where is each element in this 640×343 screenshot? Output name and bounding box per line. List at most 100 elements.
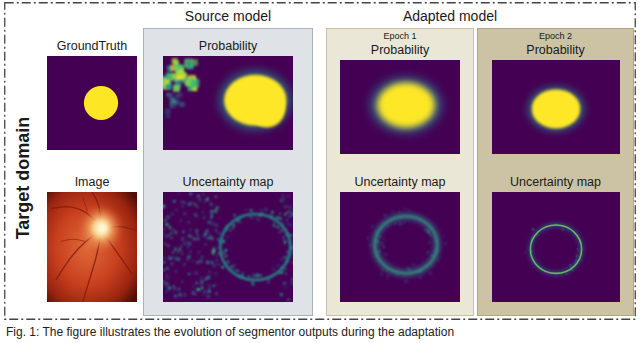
uncertainty-speck xyxy=(231,265,233,267)
uncertainty-speck xyxy=(182,230,185,233)
uncertainty-speck xyxy=(277,226,280,229)
text-slot: Uncertainty map xyxy=(155,174,301,190)
uncertainty-speck xyxy=(195,229,198,232)
uncertainty-speck xyxy=(206,276,209,279)
uncertainty-speck xyxy=(187,246,189,248)
uncertainty-speck xyxy=(192,285,195,288)
figure-frame: Target domainGroundTruthImageSource mode… xyxy=(4,2,636,320)
uncertainty-speck xyxy=(424,229,427,232)
uncertainty-speck xyxy=(273,225,275,227)
uncertainty-speck xyxy=(239,221,242,224)
uncertainty-speck xyxy=(384,253,386,255)
uncertainty-speck xyxy=(194,271,197,274)
uncertainty-speck xyxy=(163,228,165,230)
uncertainty-speck xyxy=(292,261,293,263)
uncertainty-speck xyxy=(172,229,174,231)
uncertainty-speck xyxy=(283,198,285,200)
uncertainty-speck xyxy=(166,290,168,292)
uncertainty-speck xyxy=(221,266,223,268)
uncertainty-speck xyxy=(426,251,428,253)
uncertainty-speck xyxy=(250,209,253,212)
uncertainty-speck xyxy=(168,256,171,259)
uncertainty-speck xyxy=(167,223,169,225)
image-heading: Uncertainty map xyxy=(331,174,469,190)
text-slot: Image xyxy=(46,174,138,190)
uncertainty-speck xyxy=(201,287,203,289)
uncertainty-speck xyxy=(216,206,219,209)
uncertainty-speck xyxy=(388,263,390,265)
uncertainty-speck xyxy=(369,244,371,246)
uncertainty-speck xyxy=(287,211,290,214)
uncertainty-speck xyxy=(192,293,194,295)
uncertainty-speck xyxy=(293,244,294,247)
blotch-cell xyxy=(172,58,178,64)
image-panel: GroundTruth xyxy=(46,38,138,152)
uncertainty-speck xyxy=(168,226,171,229)
probability-blob xyxy=(249,90,285,128)
uncertainty-speck xyxy=(200,283,202,285)
text-slot: Uncertainty map xyxy=(483,174,628,190)
image-panel: Probability xyxy=(331,42,469,156)
uncertainty-speck xyxy=(194,203,197,206)
uncertainty-speck xyxy=(163,261,165,264)
uncertainty-speck xyxy=(227,236,229,238)
uncertainty-speck xyxy=(163,283,166,286)
uncertainty-speck xyxy=(208,290,211,293)
uncertainty-speck xyxy=(192,260,194,262)
uncertainty-speck xyxy=(196,234,198,236)
uncertainty-speck xyxy=(177,250,180,253)
image-heading: Uncertainty map xyxy=(483,174,628,190)
image-unc2 xyxy=(492,192,620,302)
uncertainty-speck xyxy=(180,245,182,247)
uncertainty-speck xyxy=(175,257,178,260)
uncertainty-speck xyxy=(214,272,217,275)
uncertainty-ring xyxy=(375,216,437,273)
uncertainty-speck xyxy=(403,207,406,210)
uncertainty-speck xyxy=(189,192,192,195)
image-prob2 xyxy=(492,60,620,154)
blotch-cell xyxy=(186,60,193,67)
optic-disc-glow xyxy=(86,212,117,245)
uncertainty-speck xyxy=(403,222,405,224)
uncertainty-speck xyxy=(174,248,177,251)
uncertainty-speck xyxy=(442,235,444,237)
blotch-cell xyxy=(173,104,177,108)
uncertainty-speck xyxy=(217,263,220,266)
image-heading: Probability xyxy=(155,38,301,54)
uncertainty-speck xyxy=(250,217,252,219)
image-background xyxy=(163,192,293,302)
uncertainty-speck xyxy=(166,276,169,279)
image-background xyxy=(163,56,293,150)
uncertainty-ring xyxy=(220,214,290,280)
uncertainty-speck xyxy=(421,274,423,276)
uncertainty-speck xyxy=(184,213,186,215)
uncertainty-speck xyxy=(208,221,211,224)
blotch-cell xyxy=(180,102,185,107)
uncertainty-speck xyxy=(166,216,169,219)
uncertainty-speck xyxy=(181,281,183,283)
text-slot: Target domain xyxy=(12,38,34,318)
uncertainty-speck xyxy=(204,243,207,246)
uncertainty-speck xyxy=(285,273,287,275)
uncertainty-speck xyxy=(206,198,209,201)
uncertainty-speck xyxy=(197,251,200,254)
optic-disc xyxy=(92,218,110,238)
uncertainty-speck xyxy=(212,285,214,287)
uncertainty-speck xyxy=(164,243,166,245)
uncertainty-speck xyxy=(163,205,165,208)
uncertainty-ring xyxy=(530,225,581,273)
text-slot: Probability xyxy=(155,38,301,54)
uncertainty-speck xyxy=(367,237,369,239)
uncertainty-speck xyxy=(208,287,210,289)
image-background xyxy=(340,60,460,154)
uncertainty-speck xyxy=(166,282,169,285)
text-slot: GroundTruth xyxy=(46,38,138,54)
uncertainty-speck xyxy=(282,236,284,238)
uncertainty-speck xyxy=(428,231,431,234)
uncertainty-speck xyxy=(196,288,199,291)
uncertainty-speck xyxy=(284,282,287,285)
uncertainty-speck xyxy=(576,248,579,251)
text-slot: Probability xyxy=(483,42,628,58)
uncertainty-speck xyxy=(210,210,213,213)
